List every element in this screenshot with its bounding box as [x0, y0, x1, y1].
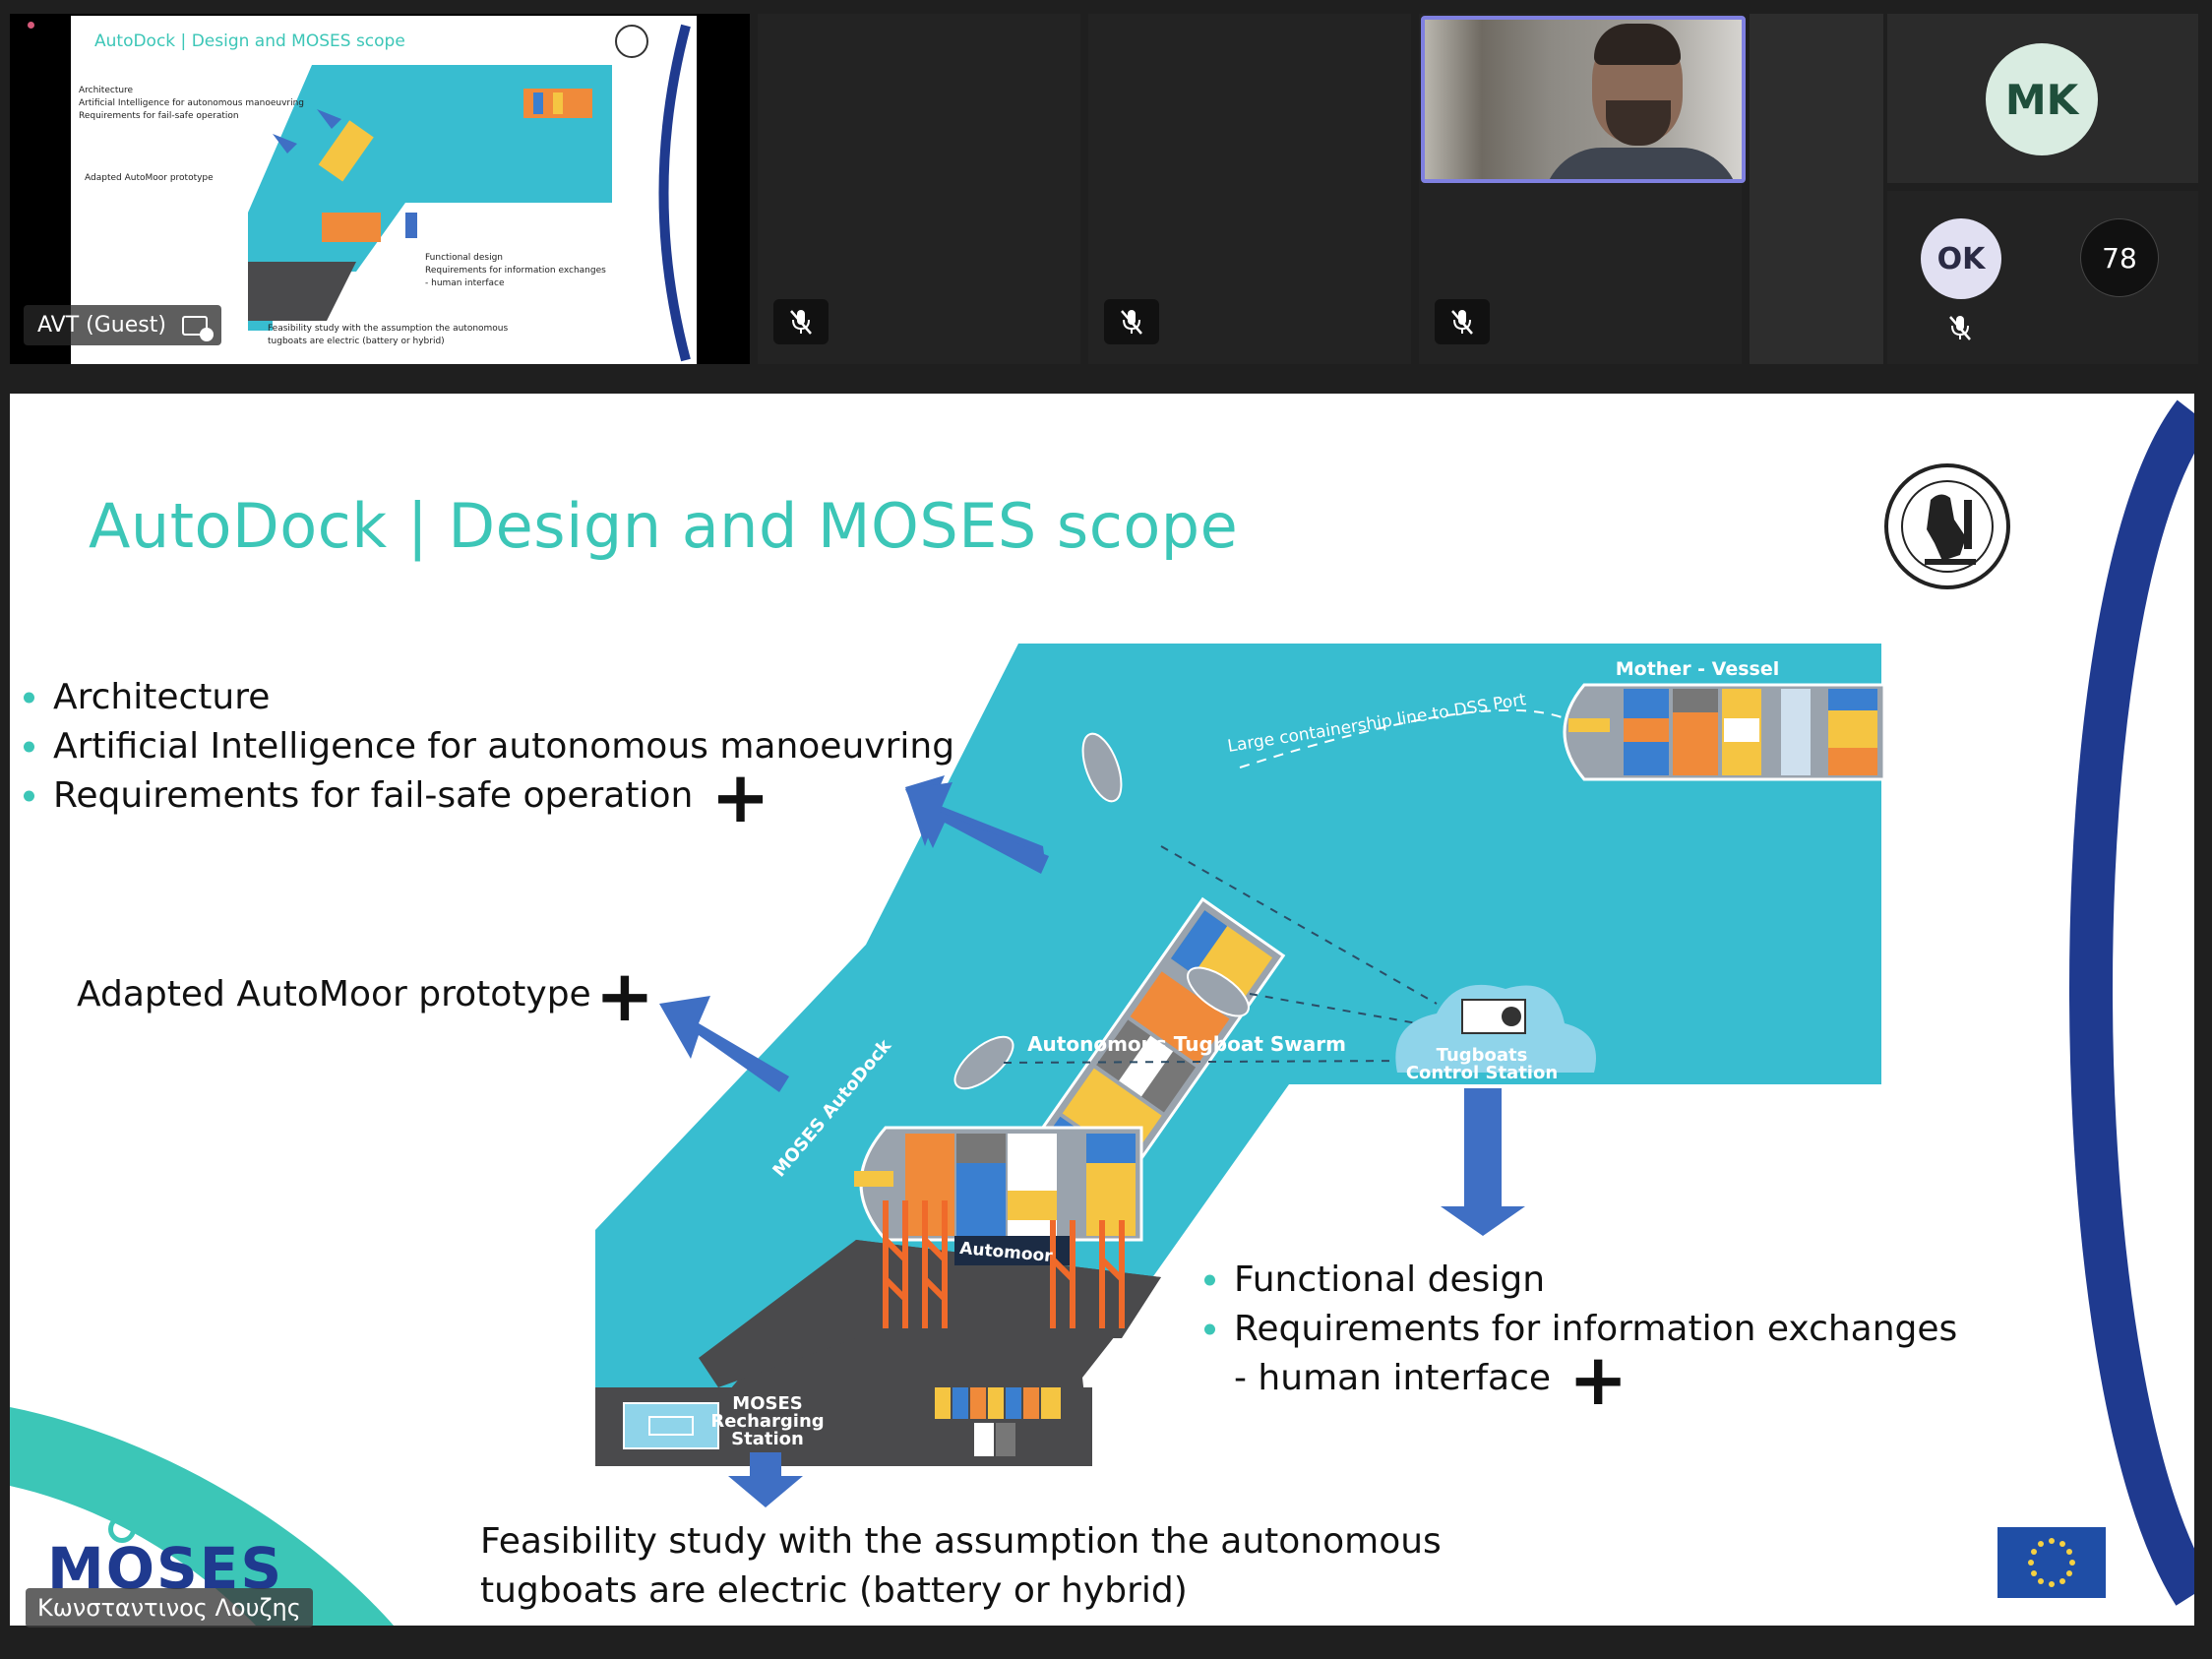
muted-mic-icon	[1435, 299, 1490, 344]
label-control-station-1: Tugboats	[1437, 1045, 1528, 1066]
mother-vessel-ship	[1563, 683, 1886, 781]
label-mother-vessel: Mother - Vessel	[1616, 658, 1780, 680]
port-diagram: Mother - Vessel Large containership line…	[595, 644, 1886, 1507]
tugboat	[953, 1035, 1014, 1090]
arrow-icon	[905, 782, 1049, 874]
label-swarm: Autonomous Tugboat Swarm	[1027, 1032, 1346, 1056]
thumbnail-automoor: Adapted AutoMoor prototype	[85, 173, 214, 183]
thumbnail-bullet: - human interface	[425, 278, 505, 288]
docked-ship	[854, 1126, 1143, 1265]
speaker-hair	[1594, 24, 1681, 65]
thumbnail-text: Architecture Artificial Intelligence for…	[79, 85, 304, 123]
thumbnail-bullet: Artificial Intelligence for autonomous m…	[79, 98, 305, 108]
tugboat	[1081, 732, 1123, 803]
thumbnail-right-text: Functional design Requirements for infor…	[425, 252, 606, 290]
thumbnail-bullet: Requirements for fail-safe operation	[79, 111, 239, 121]
avatar-mk: MK	[1986, 43, 2098, 155]
label-recharging-2: Recharging	[710, 1411, 824, 1432]
bullet-architecture: Architecture	[20, 673, 954, 722]
thumbnail-bullet: Requirements for information exchanges	[425, 266, 606, 276]
active-speaker-video	[1421, 16, 1746, 183]
plus-icon: +	[1568, 1338, 1628, 1421]
avatar-tile-ok[interactable]: OK 78	[1887, 191, 2198, 364]
speaker-beard	[1606, 100, 1671, 146]
speaker-shoulders	[1543, 148, 1740, 179]
bullet-ai: Artificial Intelligence for autonomous m…	[20, 722, 954, 771]
participant-tile-3[interactable]	[1088, 14, 1411, 364]
participant-name: AVT (Guest)	[37, 313, 166, 338]
thumbnail-bullet: Architecture	[79, 86, 134, 95]
presenter-name-tag: Κωνσταντινος Λουζης	[26, 1588, 313, 1628]
thumbnail-feasibility-line: Feasibility study with the assumption th…	[268, 324, 509, 334]
thumbnail-feasibility: Feasibility study with the assumption th…	[268, 323, 508, 348]
tugboat	[1187, 966, 1250, 1017]
crane	[883, 1200, 1125, 1328]
screen-share-tile[interactable]: AutoDock | Design and MOSES scope Archit…	[10, 14, 750, 364]
label-recharging-3: Station	[731, 1429, 804, 1449]
participant-tile-4[interactable]	[1419, 14, 1746, 364]
bullet-human-interface: - human interface +	[1200, 1338, 1957, 1421]
label-control-station-2: Control Station	[1406, 1063, 1558, 1083]
side-panel-strip	[1750, 14, 1883, 364]
decorative-arc	[2069, 399, 2194, 1606]
bullet-text: Requirements for fail-safe operation	[53, 775, 694, 816]
recharging-station-icon	[623, 1402, 719, 1449]
thumbnail-feasibility-line: tugboats are electric (battery or hybrid…	[268, 337, 445, 346]
bullet-text: Architecture	[53, 677, 271, 717]
participant-tile-2[interactable]	[758, 14, 1080, 364]
thumbnail-bullet: Functional design	[425, 253, 504, 263]
scope-bullet-list: Architecture Artificial Intelligence for…	[20, 673, 954, 832]
moses-logo-dot	[108, 1515, 136, 1543]
yard-containers	[935, 1387, 1061, 1456]
avatar-tile-mk[interactable]: MK	[1887, 14, 2198, 183]
recording-dot	[28, 22, 34, 29]
bullet-text: Functional design	[1234, 1260, 1546, 1300]
decorative-swoosh	[10, 1407, 394, 1626]
university-seal-icon	[1884, 463, 2010, 589]
muted-mic-icon	[1104, 299, 1159, 344]
bullet-text: Artificial Intelligence for autonomous m…	[53, 726, 955, 767]
muted-mic-icon	[773, 299, 829, 344]
participant-name-tag: AVT (Guest)	[24, 305, 221, 345]
design-bullet-list: Functional design Requirements for infor…	[1200, 1256, 1957, 1421]
bullet-text: Requirements for information exchanges	[1234, 1309, 1958, 1349]
feasibility-caption: Feasibility study with the assumption th…	[480, 1517, 1442, 1616]
arrow-icon	[728, 1452, 803, 1507]
more-participants-count[interactable]: 78	[2080, 218, 2159, 297]
eu-flag-icon	[1997, 1527, 2106, 1598]
automoor-text: Adapted AutoMoor prototype	[77, 974, 591, 1014]
label-recharging-1: MOSES	[732, 1393, 802, 1414]
feasibility-line: Feasibility study with the assumption th…	[480, 1521, 1442, 1562]
arrow-icon	[659, 996, 789, 1092]
avatar-ok: OK	[1921, 218, 2001, 299]
control-station-cloud	[1395, 984, 1596, 1073]
muted-mic-icon	[1949, 316, 1971, 340]
presentation-slide: AutoDock | Design and MOSES scope Archit…	[10, 394, 2194, 1626]
bullet-functional-design: Functional design	[1200, 1256, 1957, 1305]
thumbnail-diagram	[248, 24, 691, 362]
screen-share-icon	[181, 315, 214, 341]
bullet-text: - human interface	[1234, 1358, 1552, 1398]
arrow-icon	[1441, 1088, 1525, 1236]
feasibility-line: tugboats are electric (battery or hybrid…	[480, 1570, 1188, 1611]
thumbnail-title: AutoDock | Design and MOSES scope	[94, 31, 405, 51]
slide-title: AutoDock | Design and MOSES scope	[89, 490, 1239, 562]
bullet-info-exchanges: Requirements for information exchanges	[1200, 1305, 1957, 1354]
